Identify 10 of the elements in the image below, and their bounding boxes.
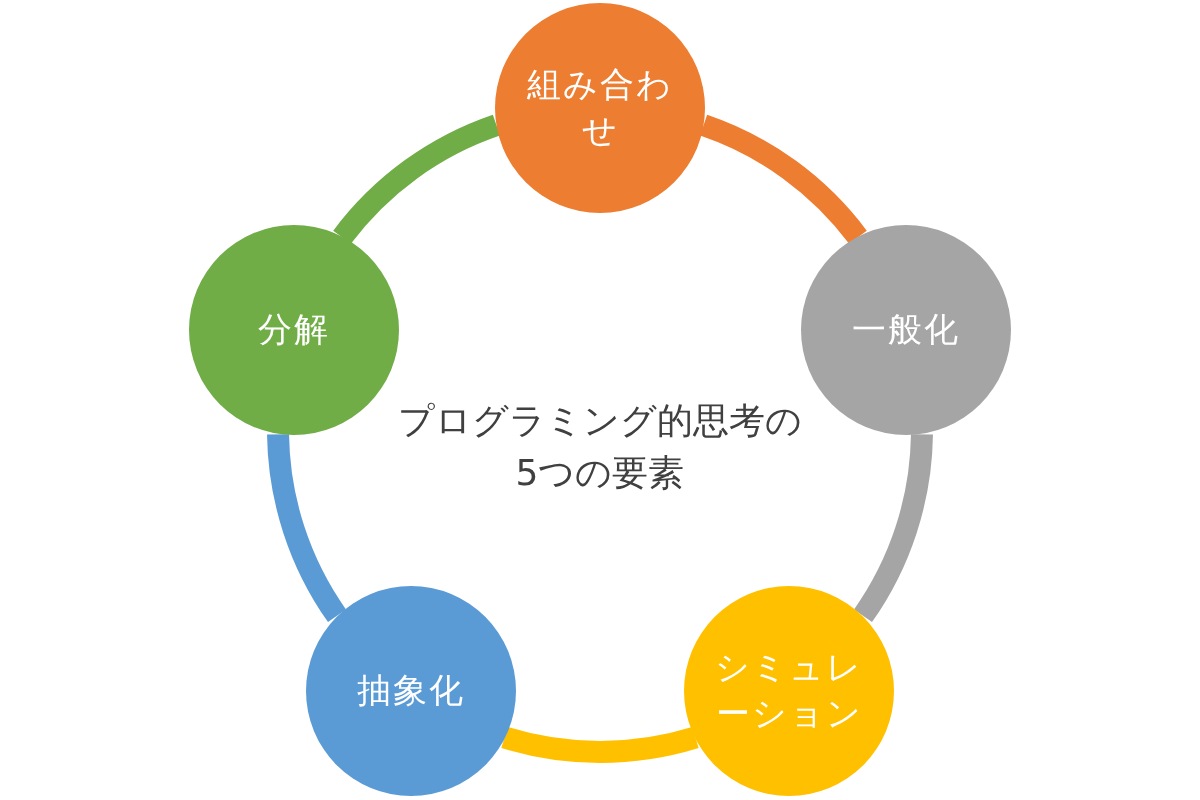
ring-arc <box>502 726 698 763</box>
step-circle: 組み合わせ <box>495 3 705 213</box>
ring-arc <box>853 433 933 622</box>
center-title: プログラミング的思考の5つの要素 <box>397 399 803 496</box>
step-circle: 分解 <box>188 225 399 436</box>
step-circle: シミュレーション <box>684 585 895 796</box>
step-circle: 一般化 <box>801 225 1012 436</box>
step-circle: 抽象化 <box>305 585 516 796</box>
ring-arc <box>267 433 347 622</box>
ring-arc <box>699 114 867 245</box>
